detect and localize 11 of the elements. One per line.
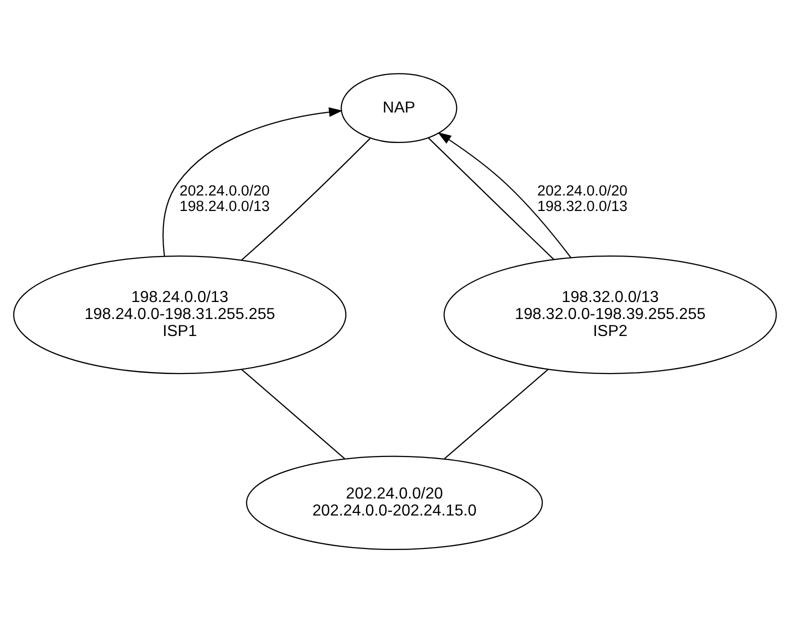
connector bbox=[428, 138, 554, 260]
edge-label: 202.24.0.0/20 198.24.0.0/13 bbox=[179, 183, 270, 216]
arrow bbox=[162, 107, 342, 256]
connector bbox=[240, 138, 370, 261]
connector bbox=[240, 369, 345, 460]
node-ellipse: 202.24.0.0/20 202.24.0.0-202.24.15.0 bbox=[245, 456, 542, 550]
arrow bbox=[437, 132, 571, 258]
node-ellipse: 198.32.0.0/13 198.32.0.0-198.39.255.255 ISP2 bbox=[443, 255, 776, 374]
node-ellipse: 198.24.0.0/13 198.24.0.0-198.31.255.255 ISP1 bbox=[12, 255, 346, 374]
connector bbox=[444, 369, 548, 460]
edge-label: 202.24.0.0/20 198.32.0.0/13 bbox=[536, 183, 627, 216]
